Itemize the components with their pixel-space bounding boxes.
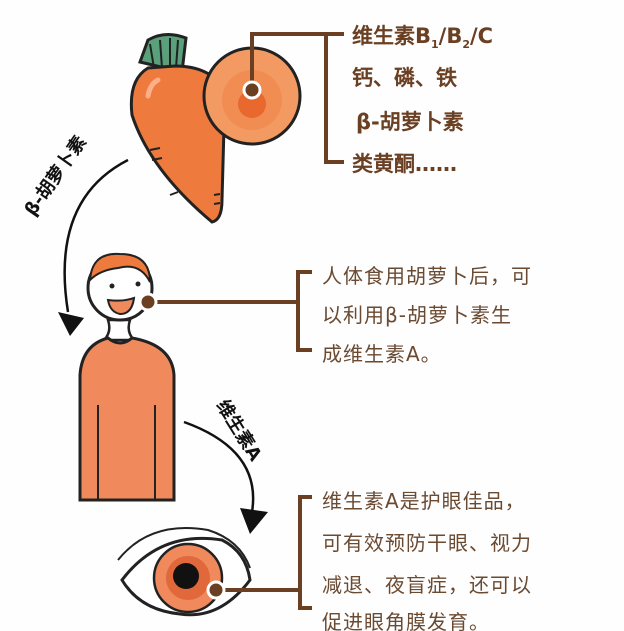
- person-icon: [78, 252, 312, 502]
- person-text-line: 人体食用胡萝卜后，可: [322, 264, 532, 288]
- nutrient-text: 维生素B: [352, 24, 432, 48]
- nutrient-text: /C: [470, 24, 494, 48]
- nutrient-text: /B: [438, 24, 463, 48]
- subscript: 2: [462, 38, 471, 52]
- eye-text-line: 减退、夜盲症，还可以: [322, 573, 532, 597]
- carrot-icon: [129, 33, 227, 224]
- eye-text-line: 可有效预防干眼、视力: [322, 531, 532, 555]
- eye-text-line: 促进眼角膜发育。: [322, 610, 490, 631]
- nutrient-vitamin-b-c: 维生素B1/B2/C: [352, 20, 493, 51]
- carrot-cross-section-icon: [202, 32, 344, 164]
- subscript: 1: [431, 38, 439, 52]
- arrow-carrot-to-person: [58, 158, 129, 336]
- nutrient-beta-carotene: β-胡萝卜素: [356, 110, 464, 134]
- person-text-line: 成维生素A。: [322, 342, 442, 366]
- eye-icon: [117, 495, 312, 617]
- arrow-person-to-eye: [183, 420, 268, 534]
- eye-text-line: 维生素A是护眼佳品，: [322, 489, 526, 513]
- person-text-line: 以利用β-胡萝卜素生: [322, 303, 512, 327]
- nutrient-minerals: 钙、磷、铁: [352, 66, 457, 90]
- nutrient-flavonoids: 类黄酮……: [352, 152, 457, 176]
